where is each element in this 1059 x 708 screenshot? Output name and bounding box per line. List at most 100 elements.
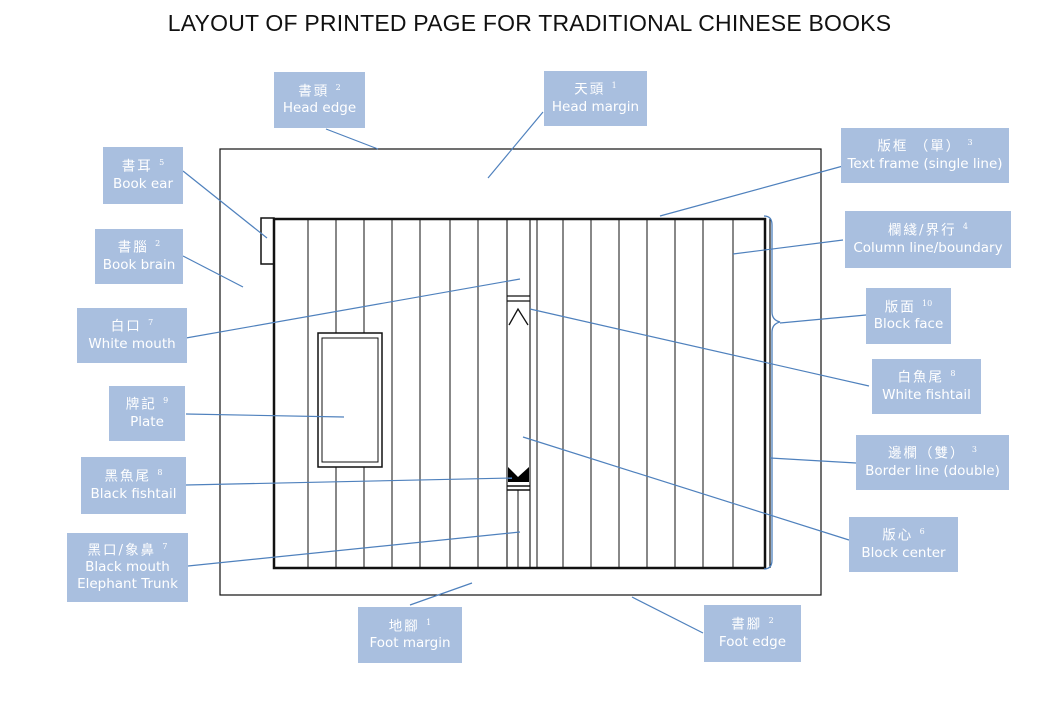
label-english: Foot margin (369, 635, 451, 652)
label-footnote-number: 7 (162, 541, 168, 551)
label-footnote-number: 2 (768, 616, 774, 626)
label-chinese-text: 書耳 (121, 158, 153, 175)
label-english: Block face (873, 316, 944, 333)
label-footnote-number: 3 (971, 445, 977, 455)
label-footnote-number: 6 (919, 527, 925, 537)
label-footnote-number: 4 (962, 222, 968, 232)
label-chinese: 地腳 1 (389, 618, 431, 635)
leader-line (769, 457, 857, 464)
label-footnote-number: 2 (335, 82, 341, 92)
leader-line (182, 255, 244, 288)
label-footnote-number: 7 (148, 318, 154, 328)
leader-lines (182, 111, 870, 634)
label-footnote-number: 5 (159, 158, 165, 168)
label-chinese-text: 版面 (884, 299, 916, 316)
label-chinese: 黑魚尾 8 (105, 468, 163, 485)
label-footnote-number: 3 (967, 138, 973, 148)
label-chinese: 白口 7 (111, 318, 153, 335)
label-chinese: 書頭 2 (298, 83, 340, 100)
label-chinese: 書耳 5 (122, 158, 164, 175)
leader-line (185, 413, 345, 418)
label-english: Book ear (112, 175, 174, 192)
plate-outer-frame (317, 332, 383, 468)
block-face-bracket (763, 215, 781, 570)
leader-line (185, 477, 513, 486)
leader-line (522, 436, 850, 541)
label-english: Plate (130, 413, 164, 430)
label-chinese: 欄綫/界行 4 (888, 222, 968, 239)
label-english: Book brain (102, 256, 176, 273)
label-english: Black fishtail (90, 485, 177, 502)
text-frame-shape (272, 217, 767, 570)
label-chinese-text: 牌記 (125, 396, 157, 413)
label-chinese-text: 黑魚尾 (104, 468, 152, 485)
leader-line (185, 278, 521, 339)
book-ear-shape (260, 217, 275, 265)
label-english: Column line/boundary (853, 239, 1003, 256)
label-chinese: 版心 6 (882, 527, 924, 544)
label-english: Text frame (single line) (847, 155, 1003, 172)
plate-inner-frame (321, 337, 379, 463)
label-chinese: 邊欄（雙） 3 (888, 445, 977, 462)
label-english: Elephant Trunk (77, 576, 178, 593)
label-footnote-number: 2 (155, 239, 161, 249)
page-outline (219, 148, 822, 596)
label-chinese-text: 版心 (882, 527, 914, 544)
label-chinese: 書腳 2 (731, 616, 773, 633)
label-chinese: 天頭 1 (574, 81, 616, 98)
label-chinese: 書腦 2 (118, 239, 160, 256)
label-chinese-text: 版框 （單） (877, 138, 962, 155)
label-english: Black mouth (85, 559, 170, 576)
leader-line (631, 596, 704, 634)
label-english: White mouth (88, 335, 176, 352)
label-chinese-text: 書腦 (117, 239, 149, 256)
leader-line (182, 170, 268, 239)
label-footnote-number: 8 (950, 369, 956, 379)
black-fishtail-shape (508, 467, 529, 482)
label-chinese-text: 黑口/象鼻 (87, 542, 157, 559)
label-chinese: 白魚尾 8 (898, 369, 956, 386)
label-chinese-text: 書頭 (298, 83, 330, 100)
leader-line (779, 314, 867, 324)
leader-line (325, 128, 379, 150)
label-chinese-text: 欄綫/界行 (888, 222, 957, 239)
label-chinese: 牌記 9 (126, 396, 168, 413)
label-chinese: 版框 （單） 3 (877, 138, 972, 155)
label-english: Block center (861, 544, 946, 561)
label-chinese-text: 天頭 (574, 81, 606, 98)
leader-line (732, 239, 844, 255)
leader-line (529, 308, 870, 387)
leader-line (409, 582, 473, 606)
label-footnote-number: 1 (611, 81, 617, 91)
label-footnote-number: 10 (922, 298, 933, 308)
label-chinese-text: 白魚尾 (897, 369, 945, 386)
label-footnote-number: 8 (157, 468, 163, 478)
label-chinese-text: 地腳 (388, 618, 420, 635)
label-chinese-text: 邊欄（雙） (888, 445, 966, 462)
label-footnote-number: 9 (163, 396, 169, 406)
label-chinese-text: 白口 (110, 318, 142, 335)
leader-line (659, 165, 844, 217)
white-fishtail-shape (508, 307, 529, 326)
label-english: White fishtail (882, 386, 971, 403)
label-english: Head margin (551, 98, 640, 115)
label-english: Foot edge (718, 633, 787, 650)
leader-line (487, 111, 544, 179)
label-english: Border line (double) (865, 462, 1000, 479)
